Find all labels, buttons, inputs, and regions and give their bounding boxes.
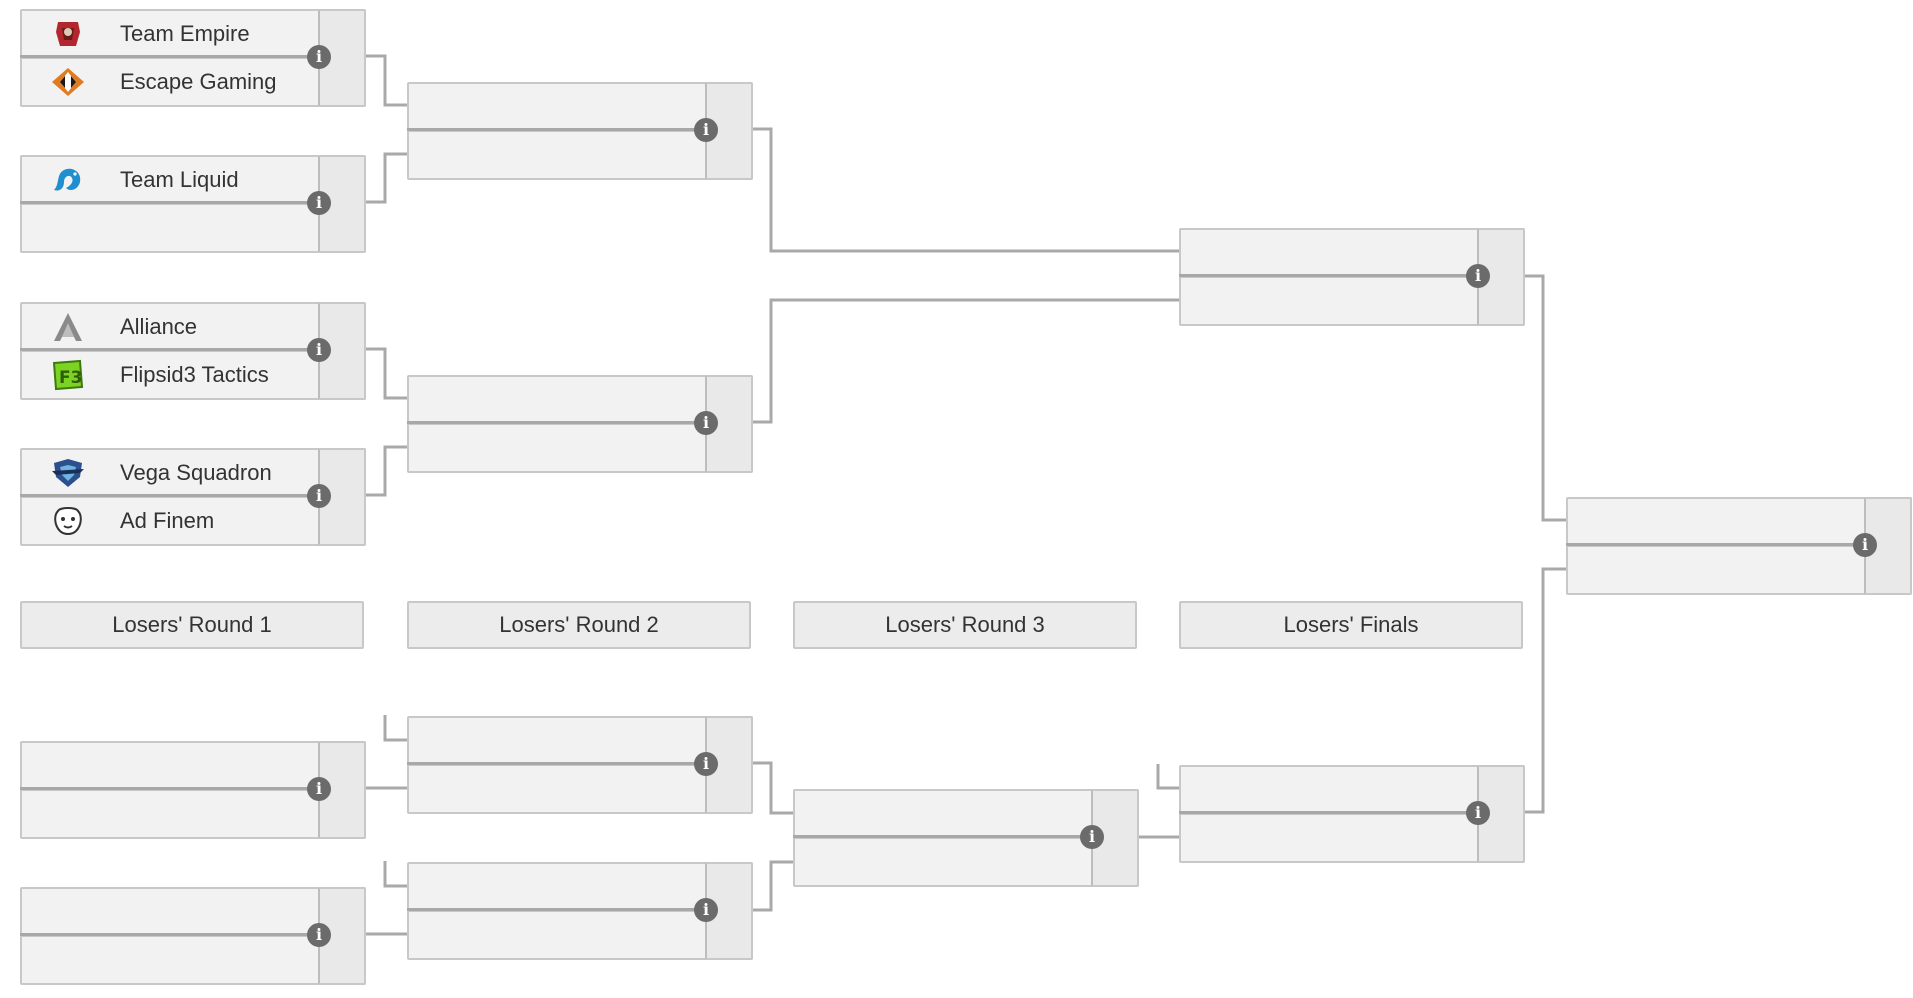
match-divider bbox=[20, 787, 318, 790]
team-slot[interactable] bbox=[793, 789, 1095, 839]
flipsid3-logo: F3 bbox=[52, 359, 84, 391]
vega-squadron-logo bbox=[52, 459, 84, 487]
info-icon[interactable]: i bbox=[1466, 801, 1490, 825]
match-divider bbox=[20, 933, 318, 936]
team-slot[interactable] bbox=[20, 887, 322, 937]
round-header-losers-finals: Losers' Finals bbox=[1179, 601, 1523, 649]
team-slot[interactable] bbox=[1179, 276, 1481, 326]
round-header-losers-r3: Losers' Round 3 bbox=[793, 601, 1137, 649]
team-name: Escape Gaming bbox=[120, 69, 277, 94]
svg-text:F3: F3 bbox=[59, 368, 82, 388]
team-slot[interactable]: Escape Gaming bbox=[20, 57, 322, 107]
team-slot[interactable] bbox=[407, 910, 709, 960]
match-divider bbox=[793, 835, 1091, 838]
team-slot[interactable] bbox=[20, 203, 322, 253]
match-divider bbox=[1179, 811, 1477, 814]
info-icon[interactable]: i bbox=[694, 118, 718, 142]
team-slot[interactable] bbox=[407, 716, 709, 766]
team-slot[interactable]: F3 Flipsid3 Tactics bbox=[20, 350, 322, 400]
info-icon[interactable]: i bbox=[694, 752, 718, 776]
info-icon[interactable]: i bbox=[307, 45, 331, 69]
match-divider bbox=[20, 494, 318, 497]
info-icon[interactable]: i bbox=[1080, 825, 1104, 849]
team-slot[interactable] bbox=[407, 423, 709, 473]
team-slot[interactable] bbox=[407, 375, 709, 425]
match-divider bbox=[407, 128, 705, 131]
team-slot[interactable] bbox=[407, 82, 709, 132]
match-losers-r2-2: i bbox=[407, 862, 753, 960]
info-icon[interactable]: i bbox=[307, 338, 331, 362]
match-divider bbox=[20, 55, 318, 58]
info-icon[interactable]: i bbox=[307, 191, 331, 215]
team-slot[interactable]: Ad Finem bbox=[20, 496, 322, 546]
match-upper-r1-4: Vega Squadron Ad Finem i bbox=[20, 448, 366, 546]
team-slot[interactable]: Alliance bbox=[20, 302, 322, 352]
team-name: Ad Finem bbox=[120, 508, 215, 533]
team-slot[interactable]: Team Liquid bbox=[20, 155, 322, 205]
info-icon[interactable]: i bbox=[694, 411, 718, 435]
team-slot[interactable] bbox=[1566, 497, 1868, 547]
info-icon[interactable]: i bbox=[1466, 264, 1490, 288]
team-slot[interactable] bbox=[1179, 765, 1481, 815]
team-name: Alliance bbox=[120, 314, 198, 339]
match-upper-r1-1: Team Empire Escape Gaming i bbox=[20, 9, 366, 107]
match-divider bbox=[1566, 543, 1864, 546]
escape-gaming-logo bbox=[52, 68, 84, 96]
match-upper-r2-2: i bbox=[407, 375, 753, 473]
team-slot[interactable] bbox=[20, 935, 322, 985]
round-header-losers-r1: Losers' Round 1 bbox=[20, 601, 364, 649]
info-icon[interactable]: i bbox=[307, 484, 331, 508]
match-divider bbox=[407, 421, 705, 424]
team-slot[interactable] bbox=[793, 837, 1095, 887]
info-icon[interactable]: i bbox=[307, 777, 331, 801]
team-name: Team Empire bbox=[120, 21, 250, 46]
team-name: Vega Squadron bbox=[120, 460, 272, 485]
alliance-logo bbox=[54, 313, 82, 341]
team-slot[interactable] bbox=[20, 789, 322, 839]
info-icon[interactable]: i bbox=[1853, 533, 1877, 557]
round-header-losers-r2: Losers' Round 2 bbox=[407, 601, 751, 649]
match-losers-r1-2: i bbox=[20, 887, 366, 985]
match-losers-r1-1: i bbox=[20, 741, 366, 839]
match-upper-r1-2: Team Liquid i bbox=[20, 155, 366, 253]
team-slot[interactable] bbox=[407, 764, 709, 814]
match-upper-final: i bbox=[1179, 228, 1525, 326]
team-slot[interactable]: Vega Squadron bbox=[20, 448, 322, 498]
match-grand-final: i bbox=[1566, 497, 1912, 595]
match-divider bbox=[1179, 274, 1477, 277]
match-divider bbox=[407, 908, 705, 911]
match-losers-final: i bbox=[1179, 765, 1525, 863]
match-divider bbox=[20, 348, 318, 351]
match-upper-r1-3: Alliance F3 Flipsid3 Tactics i bbox=[20, 302, 366, 400]
team-slot[interactable] bbox=[20, 741, 322, 791]
team-slot[interactable] bbox=[1179, 228, 1481, 278]
team-slot[interactable] bbox=[1566, 545, 1868, 595]
team-slot[interactable] bbox=[407, 862, 709, 912]
match-losers-r3-1: i bbox=[793, 789, 1139, 887]
info-icon[interactable]: i bbox=[307, 923, 331, 947]
team-slot[interactable]: Team Empire bbox=[20, 9, 322, 59]
info-icon[interactable]: i bbox=[694, 898, 718, 922]
ad-finem-logo bbox=[54, 507, 82, 535]
score-panel bbox=[1477, 228, 1525, 326]
match-losers-r2-1: i bbox=[407, 716, 753, 814]
match-divider bbox=[20, 201, 318, 204]
team-slot[interactable] bbox=[407, 130, 709, 180]
team-name: Team Liquid bbox=[120, 167, 239, 192]
team-liquid-logo bbox=[54, 168, 81, 191]
team-empire-logo bbox=[56, 22, 80, 46]
team-slot[interactable] bbox=[1179, 813, 1481, 863]
match-upper-r2-1: i bbox=[407, 82, 753, 180]
team-name: Flipsid3 Tactics bbox=[120, 362, 269, 387]
match-divider bbox=[407, 762, 705, 765]
